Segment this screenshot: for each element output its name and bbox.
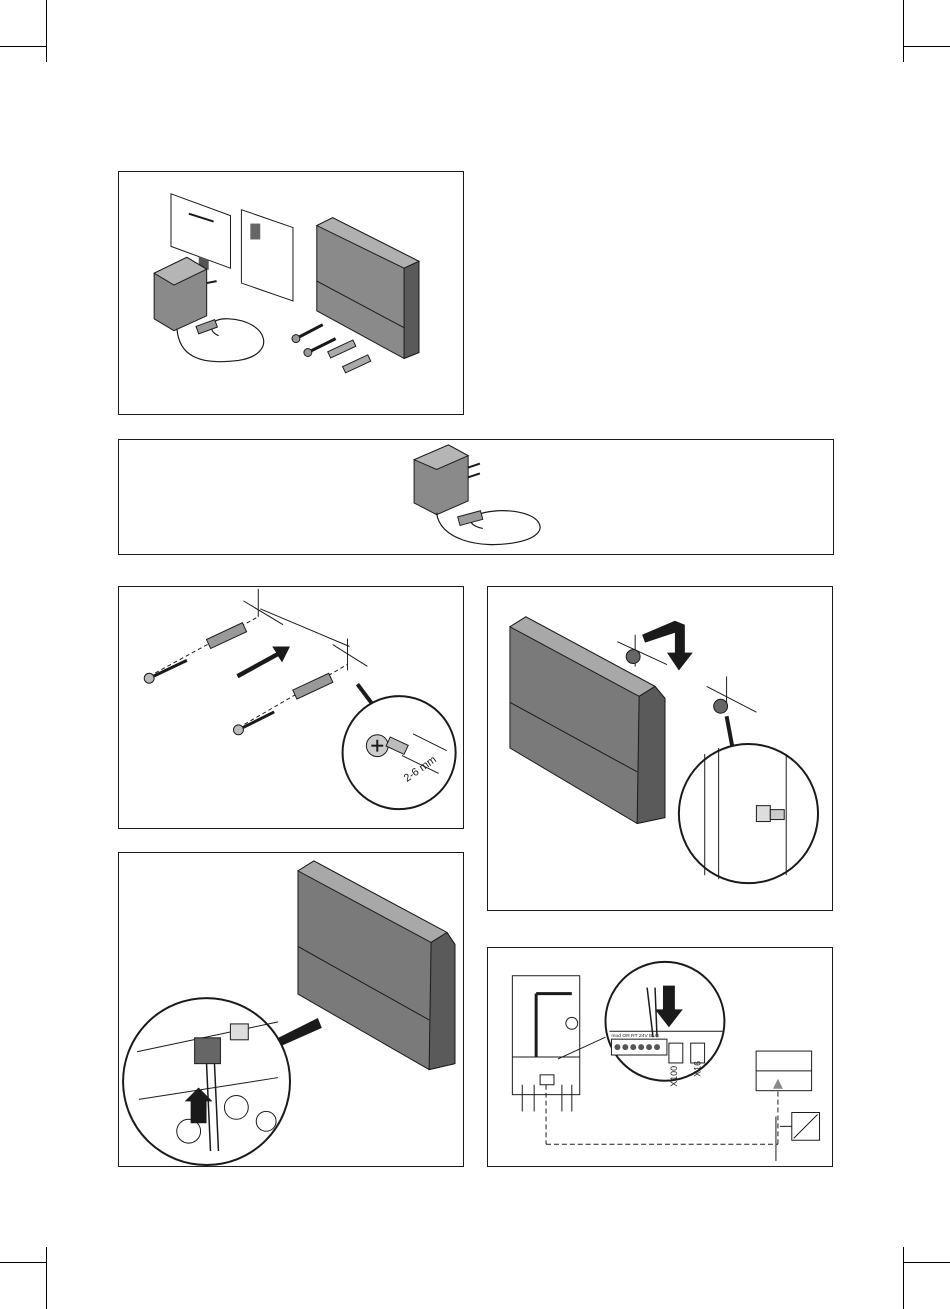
wall-mounting-illustration: 2-6 mm	[119, 587, 463, 828]
connect-plug-illustration	[119, 853, 463, 1166]
crop-mark	[46, 0, 47, 62]
package-contents-illustration	[119, 172, 463, 414]
wiring-illustration: mod OR RT 24V BUS X100 X16	[488, 948, 832, 1166]
figure-wall-mounting: 2-6 mm	[118, 586, 464, 829]
hang-device-illustration	[488, 587, 832, 910]
crop-mark	[46, 1247, 47, 1309]
figure-connect-plug	[118, 852, 464, 1167]
crop-mark	[0, 1262, 46, 1263]
crop-mark	[0, 46, 46, 47]
figure-package-contents	[118, 171, 464, 415]
x16-label: X16	[693, 1061, 703, 1077]
power-supply-illustration	[119, 440, 833, 554]
figure-hang-device	[487, 586, 833, 911]
figure-power-supply	[118, 439, 834, 555]
crop-mark	[903, 0, 904, 62]
crop-mark	[904, 46, 950, 47]
crop-mark	[903, 1247, 904, 1309]
x100-label: X100	[669, 1066, 679, 1087]
crop-mark	[904, 1262, 950, 1263]
figure-wiring: mod OR RT 24V BUS X100 X16	[487, 947, 833, 1167]
